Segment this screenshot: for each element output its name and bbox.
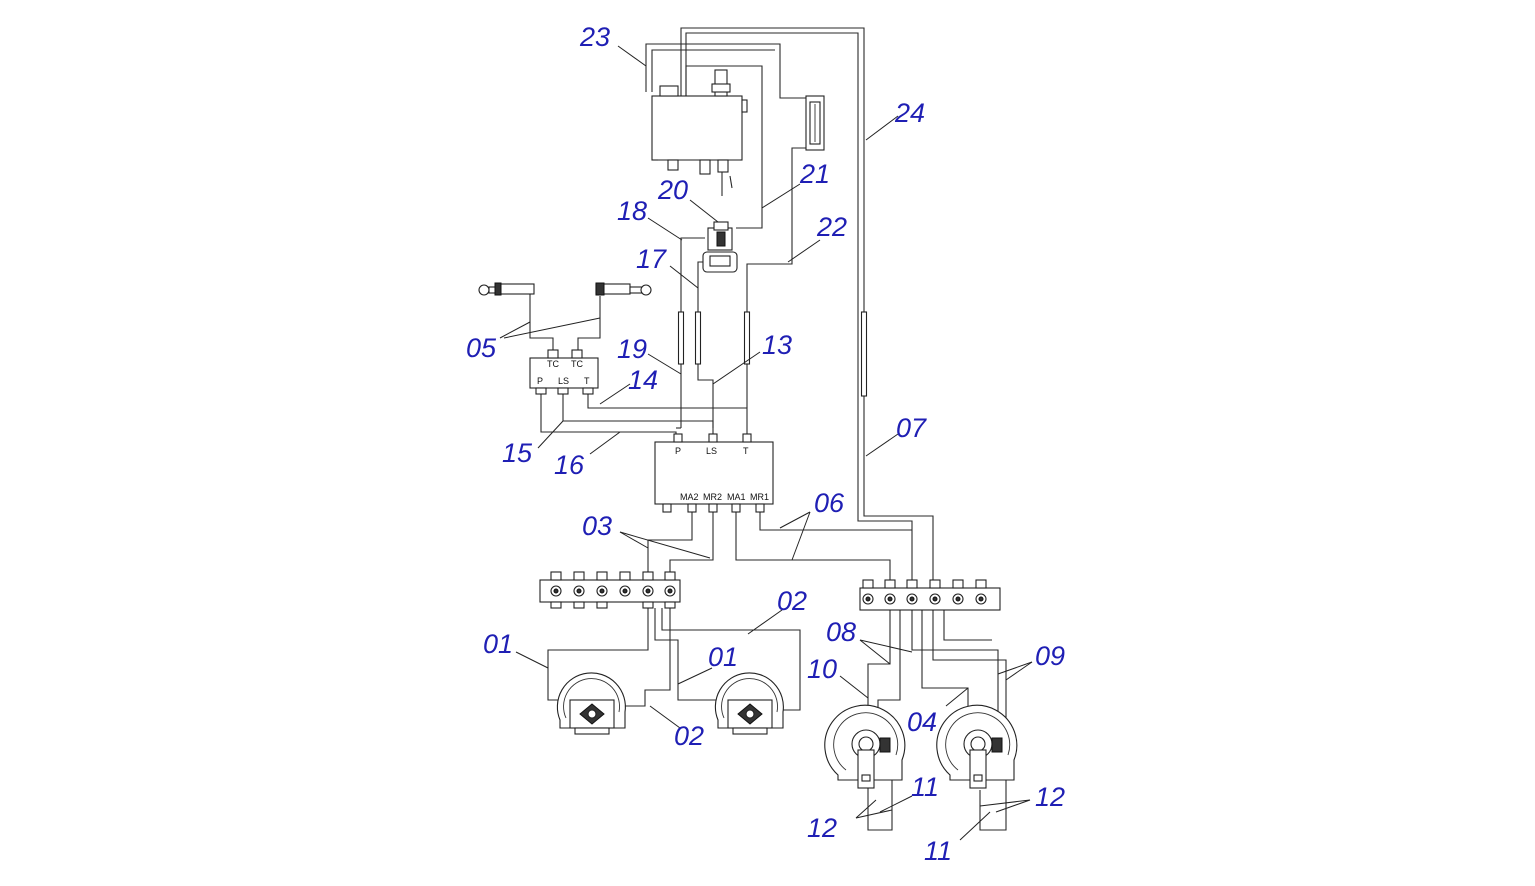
callout-09: 09 bbox=[1035, 641, 1065, 671]
port-mr2: MR2 bbox=[703, 492, 722, 502]
oil-cooler bbox=[805, 95, 825, 151]
manifold-left bbox=[539, 571, 681, 609]
port-mr1: MR1 bbox=[750, 492, 769, 502]
manifold-right bbox=[859, 579, 1001, 611]
port-tc-1: TC bbox=[547, 359, 559, 369]
wheel-motor-right-2 bbox=[936, 704, 1018, 789]
callout-04: 04 bbox=[907, 707, 937, 737]
callout-24: 24 bbox=[894, 98, 925, 128]
callout-02-bottom: 02 bbox=[674, 721, 704, 751]
callout-10: 10 bbox=[807, 654, 837, 684]
callout-12-right: 12 bbox=[1035, 782, 1065, 812]
port-t: T bbox=[743, 446, 749, 456]
callout-19: 19 bbox=[617, 334, 647, 364]
callout-17: 17 bbox=[636, 244, 667, 274]
callout-23: 23 bbox=[579, 22, 610, 52]
callout-02-top: 02 bbox=[777, 586, 807, 616]
cylinder-right bbox=[595, 282, 652, 296]
callout-22: 22 bbox=[816, 212, 847, 242]
callout-07: 07 bbox=[896, 413, 927, 443]
callout-21: 21 bbox=[799, 159, 830, 189]
wheel-motor-right-1 bbox=[824, 704, 906, 789]
hydraulic-tank bbox=[651, 69, 748, 196]
leader-lines bbox=[499, 45, 1033, 841]
hose-lines bbox=[529, 27, 1007, 831]
callout-15: 15 bbox=[502, 438, 533, 468]
hydraulic-pump bbox=[702, 221, 738, 273]
callout-01-mid: 01 bbox=[708, 642, 738, 672]
callout-01-left: 01 bbox=[483, 629, 513, 659]
callout-08: 08 bbox=[826, 617, 856, 647]
callout-11-right: 11 bbox=[911, 772, 939, 802]
main-valve-block: P LS T MA2 MR2 MA1 MR1 bbox=[654, 433, 774, 513]
port-ma2: MA2 bbox=[680, 492, 699, 502]
wheel-motor-left-1 bbox=[556, 672, 626, 735]
port-p: P bbox=[675, 446, 681, 456]
control-block-small: TC TC P LS T bbox=[529, 349, 599, 395]
callout-16: 16 bbox=[554, 450, 585, 480]
callout-14: 14 bbox=[628, 365, 658, 395]
callout-13: 13 bbox=[762, 330, 792, 360]
callout-20: 20 bbox=[657, 175, 688, 205]
port-ma1: MA1 bbox=[727, 492, 746, 502]
callout-12-left: 12 bbox=[807, 813, 837, 843]
port-t-small: T bbox=[584, 376, 590, 386]
callout-labels: 23 24 20 21 18 22 17 05 19 13 14 07 15 1… bbox=[466, 22, 1065, 866]
wheel-motor-left-2 bbox=[714, 672, 784, 735]
port-p-small: P bbox=[537, 376, 543, 386]
callout-05: 05 bbox=[466, 333, 497, 363]
port-tc-2: TC bbox=[571, 359, 583, 369]
callout-11-left: 11 bbox=[924, 836, 952, 866]
cylinder-left bbox=[478, 282, 535, 296]
port-ls: LS bbox=[706, 446, 717, 456]
port-ls-small: LS bbox=[558, 376, 569, 386]
callout-18: 18 bbox=[617, 196, 647, 226]
callout-06: 06 bbox=[814, 488, 845, 518]
callout-03: 03 bbox=[582, 511, 612, 541]
